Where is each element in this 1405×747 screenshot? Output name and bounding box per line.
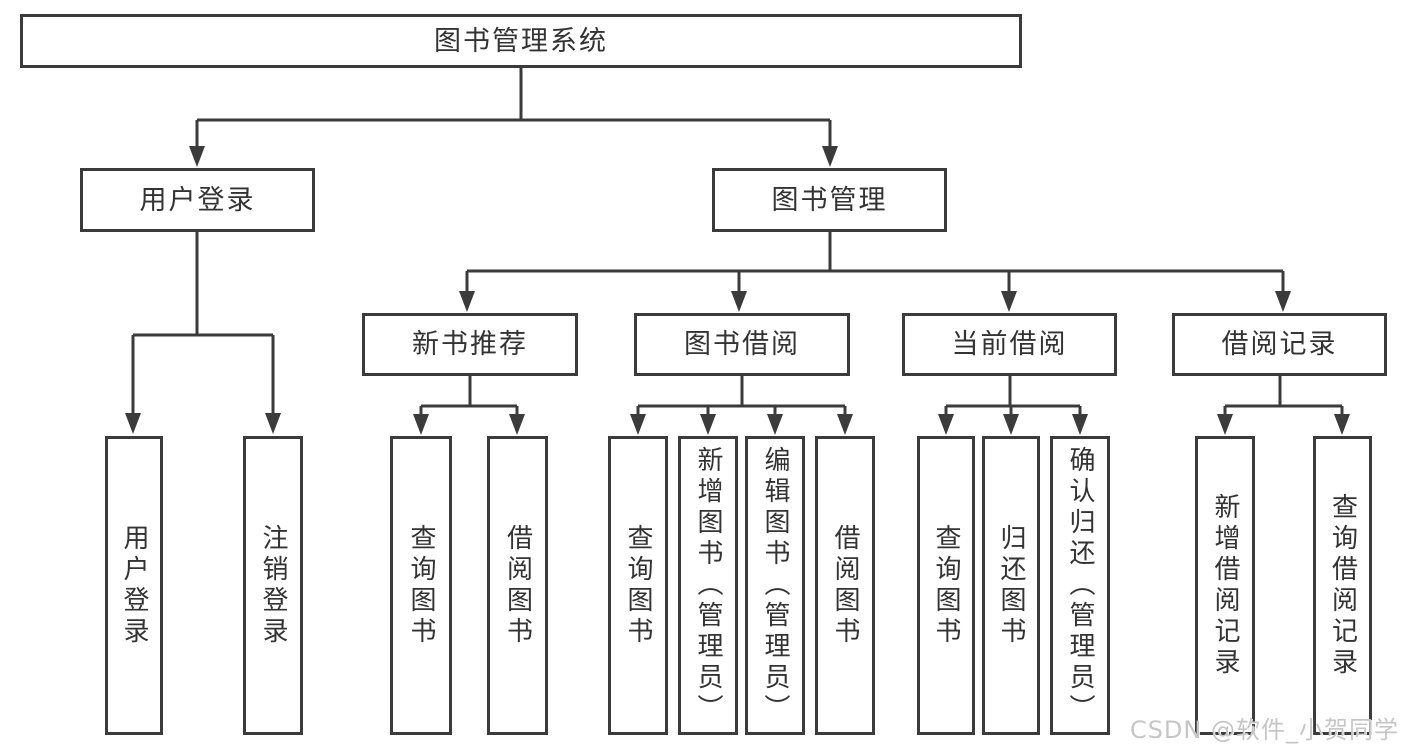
node-book-management: 图书管理 bbox=[712, 168, 947, 232]
leaf-logout: 注销登录 bbox=[243, 436, 303, 735]
leaf-add-books-admin: 新增图书（管理员） bbox=[678, 436, 738, 735]
leaf-user-login: 用户登录 bbox=[105, 436, 163, 735]
leaf-query-books-recommend: 查询图书 bbox=[390, 436, 452, 735]
leaf-query-books-current: 查询图书 bbox=[917, 436, 975, 735]
leaf-confirm-return-admin: 确认归还（管理员） bbox=[1050, 436, 1110, 735]
leaf-borrow-books: 借阅图书 bbox=[815, 436, 875, 735]
node-current-borrowing: 当前借阅 bbox=[902, 313, 1117, 376]
node-user-login: 用户登录 bbox=[80, 168, 315, 232]
node-book-borrowing: 图书借阅 bbox=[634, 313, 850, 376]
node-borrowing-records: 借阅记录 bbox=[1172, 313, 1387, 376]
csdn-watermark: CSDN @软件_小贺同学 bbox=[1129, 716, 1399, 744]
leaf-return-books: 归还图书 bbox=[982, 436, 1040, 735]
leaf-query-borrow-record: 查询借阅记录 bbox=[1313, 436, 1372, 735]
node-library-management-system: 图书管理系统 bbox=[20, 14, 1022, 68]
node-new-book-recommendation: 新书推荐 bbox=[362, 313, 578, 376]
leaf-borrow-books-recommend: 借阅图书 bbox=[487, 436, 548, 735]
leaf-query-books-borrowing: 查询图书 bbox=[608, 436, 668, 735]
leaf-edit-books-admin: 编辑图书（管理员） bbox=[745, 436, 805, 735]
leaf-add-borrow-record: 新增借阅记录 bbox=[1195, 436, 1255, 735]
